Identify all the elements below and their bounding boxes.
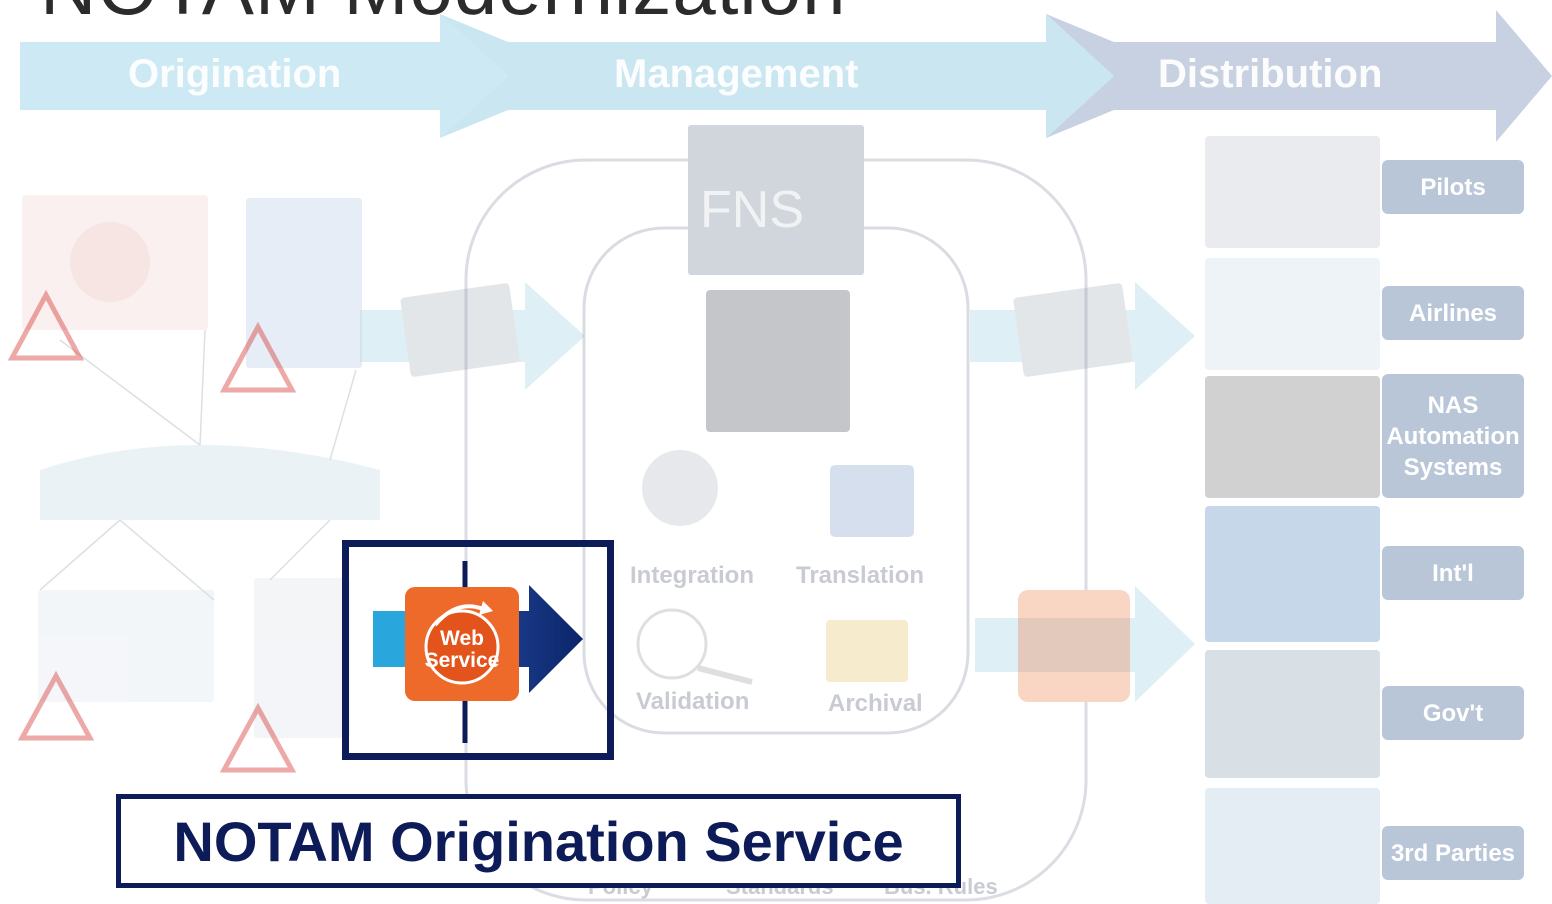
management-arrow (440, 14, 1114, 138)
nas-map-photo (1205, 376, 1380, 498)
stage-origination: Origination (128, 52, 342, 96)
airlines-photo (1205, 258, 1380, 370)
web-service-line2: Service (424, 649, 500, 672)
function-translation: Translation (796, 562, 925, 589)
dest-nas-automation: NAS Automation Systems (1382, 374, 1524, 498)
dest-pilots: Pilots (1382, 160, 1524, 214)
origination-sources (22, 195, 380, 738)
dest-airlines: Airlines (1382, 286, 1524, 340)
origination-arrow (20, 14, 508, 138)
warning-icons (7, 289, 297, 773)
intl-globe-photo (1205, 506, 1380, 642)
flow-arrows (360, 282, 1195, 702)
fns-label: FNS (700, 181, 804, 239)
function-validation: Validation (636, 688, 750, 715)
caption-box: NOTAM Origination Service (116, 794, 961, 888)
origination-service-highlight (342, 540, 614, 760)
stage-distribution: Distribution (1158, 52, 1383, 96)
dest-govt: Gov't (1382, 686, 1524, 740)
function-archival: Archival (828, 690, 923, 717)
web-service-line1: Web (440, 627, 484, 650)
management-core (464, 125, 1130, 902)
dest-intl: Int'l (1382, 546, 1524, 600)
dest-third-parties: 3rd Parties (1382, 826, 1524, 880)
page-title: NOTAM Modernization (40, 0, 846, 33)
govt-seals-photo (1205, 650, 1380, 778)
stage-management: Management (614, 52, 859, 96)
web-service-icon (405, 587, 519, 701)
caption-text: NOTAM Origination Service (173, 809, 904, 873)
distribution-arrow (1046, 10, 1552, 142)
function-integration: Integration (630, 562, 754, 589)
pilots-photo (1205, 136, 1380, 248)
third-parties-photo (1205, 788, 1380, 904)
